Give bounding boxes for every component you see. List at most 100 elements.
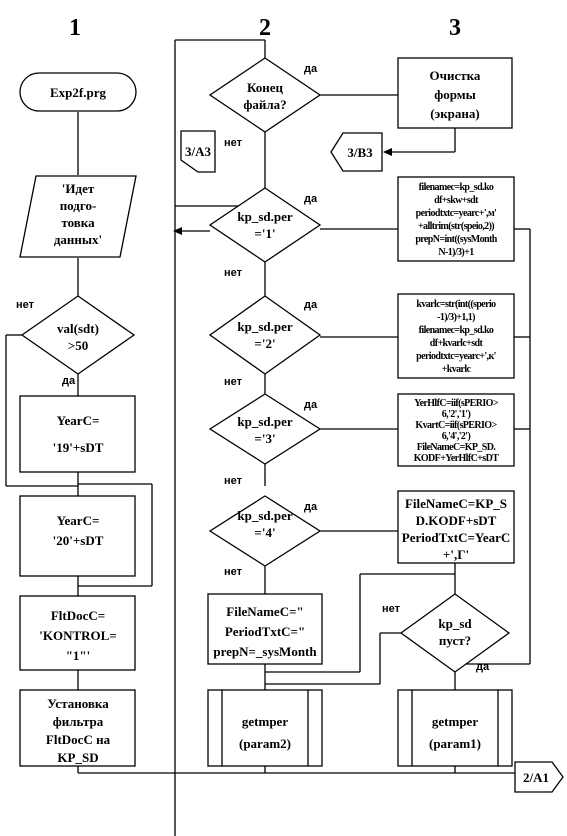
decision-end-of-file-line-1: Конец: [247, 80, 284, 95]
start-terminal-label: Exp2f.prg: [50, 85, 106, 100]
offpage-connector-3b3: [330, 132, 383, 172]
block1-line-5: prepN=int((sysMonth: [415, 234, 497, 245]
decision-per-1: [208, 187, 322, 263]
process-yearc-20-line-2: '20'+sDT: [53, 533, 104, 548]
col1-yes-label: да: [62, 375, 76, 387]
d4-yes-label: да: [304, 501, 318, 513]
decision-per-3-line-2: ='3': [254, 431, 275, 446]
decision-per-3: [208, 393, 322, 465]
d4-no-label: нет: [224, 566, 243, 578]
decision-kp-sd-empty-line-2: пуст?: [439, 633, 471, 648]
decision-per-1-line-1: kp_sd.per: [237, 209, 292, 224]
io-line-1: 'Идет: [62, 181, 95, 196]
process-empty-names-line-2: PeriodTxtC=": [225, 624, 305, 639]
decision-per-2-line-2: ='2': [254, 336, 275, 351]
d1-no-label: нет: [224, 267, 243, 279]
block3-line-6: KODF+YerHlfC+sDT: [414, 453, 499, 464]
io-message-block: [19, 175, 137, 258]
block2-line-2: -1)/3)+1,1): [437, 312, 475, 323]
decision-kp-sd-empty: [399, 593, 511, 673]
process-set-filter-line-1: Установка: [47, 696, 109, 711]
offpage-connector-3a3-label: 3/A3: [185, 144, 212, 159]
block2-line-4: df+kvarlc+sdt: [430, 338, 484, 349]
process-yearc-20: [19, 495, 136, 577]
decision-val-sdt-line-1: val(sdt): [57, 321, 99, 336]
process-block-per-2: [397, 293, 515, 379]
d3-no-label: нет: [224, 475, 243, 487]
block1-line-3: periodtxtc=yearc+',м': [416, 208, 497, 219]
decision-kp-sd-empty-line-1: kp_sd: [438, 616, 472, 631]
process-yearc-19: [19, 395, 136, 473]
decision-per-2: [208, 295, 322, 375]
process-clear-form-line-1: Очистка: [430, 68, 481, 83]
process-block-per-3: [397, 393, 515, 467]
column-3-number: 3: [449, 15, 461, 41]
decision-val-sdt-line-2: >50: [68, 338, 88, 353]
process-set-filter-line-3: FltDocC на: [46, 732, 111, 747]
process-yearc-19-line-2: '19'+sDT: [53, 440, 104, 455]
process-set-filter-line-4: KP_SD: [57, 750, 98, 765]
process-empty-names-line-1: FileNameC=": [226, 604, 303, 619]
block3-line-1: YerHlfC=iif(sPERIO>: [414, 398, 499, 409]
d2-yes-label: да: [304, 299, 318, 311]
process-yearc-19-line-1: YearC=: [57, 413, 100, 428]
process-empty-names: [207, 593, 323, 665]
subprocess-getmper-param1: [397, 689, 513, 767]
process-clear-form-line-2: формы: [434, 87, 476, 102]
process-fltdocc-line-2: 'KONTROL=: [39, 628, 116, 643]
block3-line-4: 6,'4','2'): [442, 431, 471, 442]
block1-line-4: +alltrim(str(speio,2)): [418, 221, 494, 232]
decision-end-of-file: [208, 57, 322, 133]
io-line-3: товка: [61, 215, 95, 230]
column-1-number: 1: [69, 15, 81, 41]
decision-end-of-file-line-2: файла?: [243, 97, 286, 112]
block1-line-1: filenamec=kp_sd.ko: [419, 182, 494, 193]
offpage-connector-2a1-label: 2/A1: [523, 770, 549, 785]
block3-line-2: 6,'2','1'): [442, 409, 471, 420]
d0-yes-label: да: [304, 63, 318, 75]
subprocess-param2-line-1: getmper: [242, 714, 288, 729]
block2-line-3: filenamec=kp_sd.ko: [419, 325, 494, 336]
block4-line-1: FileNameC=KP_S: [405, 496, 507, 511]
process-set-filter: [19, 689, 136, 767]
block4-line-4: +',Г': [443, 547, 469, 562]
process-clear-form-line-3: (экрана): [430, 106, 480, 121]
block1-line-6: N-1)/3)+1: [438, 247, 474, 258]
block4-line-3: PeriodTxtC=YearC: [402, 530, 511, 545]
column-2-number: 2: [259, 15, 271, 41]
decision-per-3-line-1: kp_sd.per: [237, 414, 292, 429]
decision-per-1-line-2: ='1': [254, 226, 275, 241]
process-set-filter-line-2: фильтра: [53, 714, 104, 729]
d1-yes-label: да: [304, 193, 318, 205]
process-empty-names-line-3: prepN=_sysMonth: [213, 644, 317, 659]
block2-line-1: kvarlc=str(int((sperio: [416, 299, 496, 310]
io-line-2: подго-: [60, 198, 97, 213]
subprocess-getmper-param2: [207, 689, 323, 767]
offpage-connector-3a3: [180, 130, 216, 173]
col1-no-label: нет: [16, 299, 35, 311]
decision-per-4-line-1: kp_sd.per: [237, 508, 292, 523]
block3-line-5: FileNameC=KP_SD.: [417, 442, 497, 453]
subprocess-param1-line-2: (param1): [429, 736, 481, 751]
block3-line-3: KvartC=iif(sPERIO>: [415, 420, 497, 431]
decision-per-2-line-1: kp_sd.per: [237, 319, 292, 334]
io-line-4: данных': [54, 232, 102, 247]
d2-no-label: нет: [224, 376, 243, 388]
block2-line-5: periodtxtc=yearc+',к': [416, 351, 496, 362]
d3-yes-label: да: [304, 399, 318, 411]
d5-no-label: нет: [382, 603, 401, 615]
d5-yes-label: да: [476, 661, 490, 673]
start-terminal: [19, 72, 137, 112]
decision-val-sdt: [20, 295, 136, 375]
process-block-per-1: [397, 176, 515, 262]
process-yearc-20-line-1: YearC=: [57, 513, 100, 528]
process-fltdocc-line-1: FltDocC=: [51, 608, 105, 623]
decision-per-4-line-2: ='4': [254, 525, 275, 540]
block2-line-6: +kvarlc: [442, 364, 472, 375]
d0-no-label: нет: [224, 137, 243, 149]
process-clear-form: [397, 57, 513, 129]
block4-line-2: D.KODF+sDT: [416, 513, 497, 528]
subprocess-param2-line-2: (param2): [239, 736, 291, 751]
process-fltdocc: [19, 595, 136, 671]
